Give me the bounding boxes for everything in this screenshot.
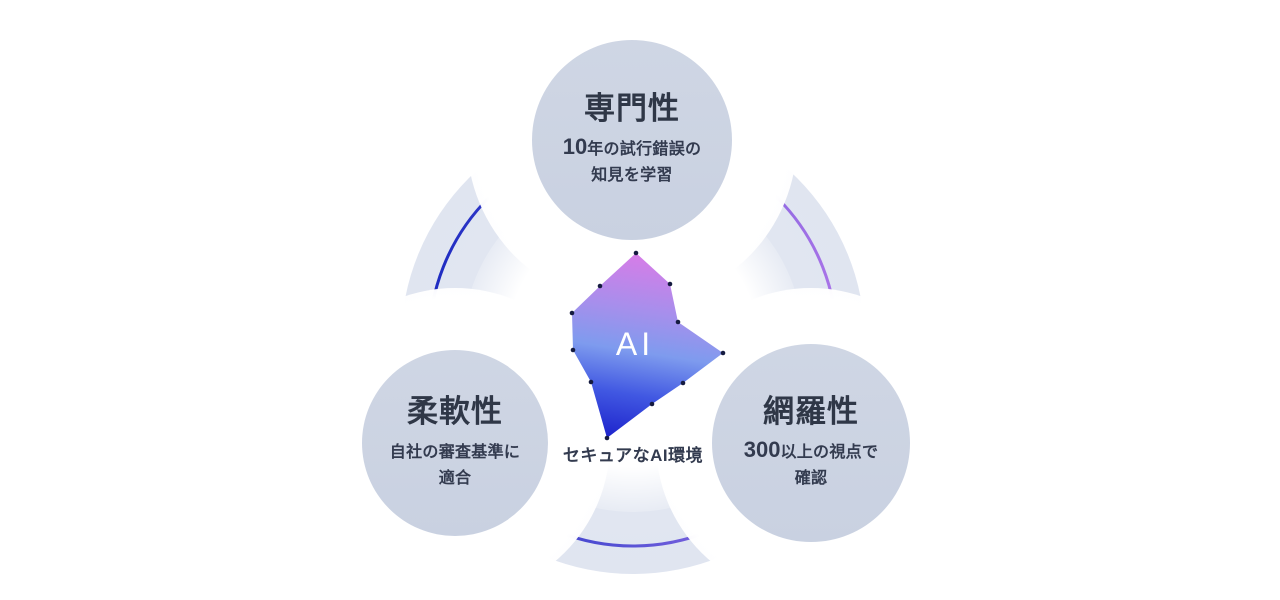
node-expertise-circle: 専門性 10年の試行錯誤の 知見を学習	[532, 40, 732, 240]
node-flexibility-title: 柔軟性	[407, 394, 503, 430]
ai-label: AI	[615, 326, 655, 362]
node-expertise-title: 専門性	[584, 91, 680, 127]
node-flexibility-line2: 適合	[438, 469, 472, 487]
node-expertise-line1: 年の試行錯誤の	[587, 140, 702, 158]
node-expertise-number: 10	[562, 133, 588, 159]
node-coverage-title: 網羅性	[763, 394, 859, 430]
node-coverage-line2: 確認	[794, 469, 828, 487]
center-caption: セキュアなAI環境	[562, 446, 704, 465]
node-expertise-desc: 10年の試行錯誤の 知見を学習	[563, 134, 702, 189]
node-expertise-line2: 知見を学習	[591, 166, 673, 184]
node-coverage-line1: 以上の視点で	[780, 443, 879, 461]
